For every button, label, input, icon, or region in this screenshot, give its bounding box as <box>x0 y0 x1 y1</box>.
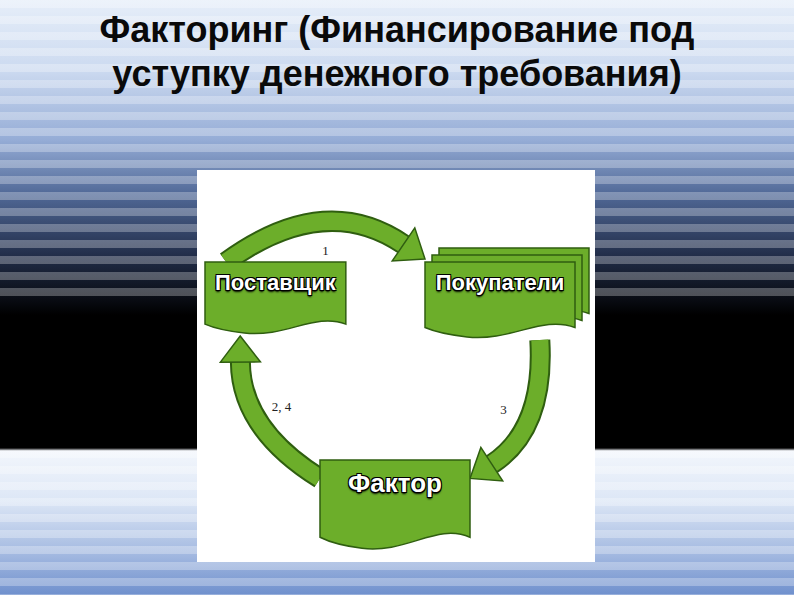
arrow-shaft <box>492 340 540 464</box>
document-box: Поставщик <box>205 262 346 336</box>
curved-arrow <box>226 221 425 262</box>
arrow-shaft <box>492 340 540 464</box>
curved-arrow <box>470 340 540 481</box>
node-label: Покупатели <box>436 270 565 296</box>
arrow-shaft <box>240 362 320 478</box>
arrow-shaft <box>240 362 320 478</box>
arrow-shaft <box>226 221 403 262</box>
document-box: Фактор <box>320 460 470 552</box>
node-label: Поставщик <box>215 270 336 296</box>
document-sheet <box>320 460 470 549</box>
slide-title: Факторинг (Финансирование под уступку де… <box>97 8 697 96</box>
node-label: Фактор <box>348 468 442 498</box>
step-number: 3 <box>498 401 509 416</box>
arrow-head <box>470 447 503 481</box>
document-sheet <box>205 262 346 334</box>
arrow-head <box>392 228 425 261</box>
document-sheet <box>425 262 575 337</box>
title-text: Факторинг (Финансирование под уступку де… <box>100 9 695 94</box>
step-number: 2, 4 <box>270 399 294 414</box>
document-box: Покупатели <box>425 248 589 340</box>
step-number: 1 <box>320 242 331 257</box>
arrow-head <box>220 336 260 362</box>
curved-arrow <box>220 336 320 478</box>
arrow-shaft <box>226 221 403 262</box>
